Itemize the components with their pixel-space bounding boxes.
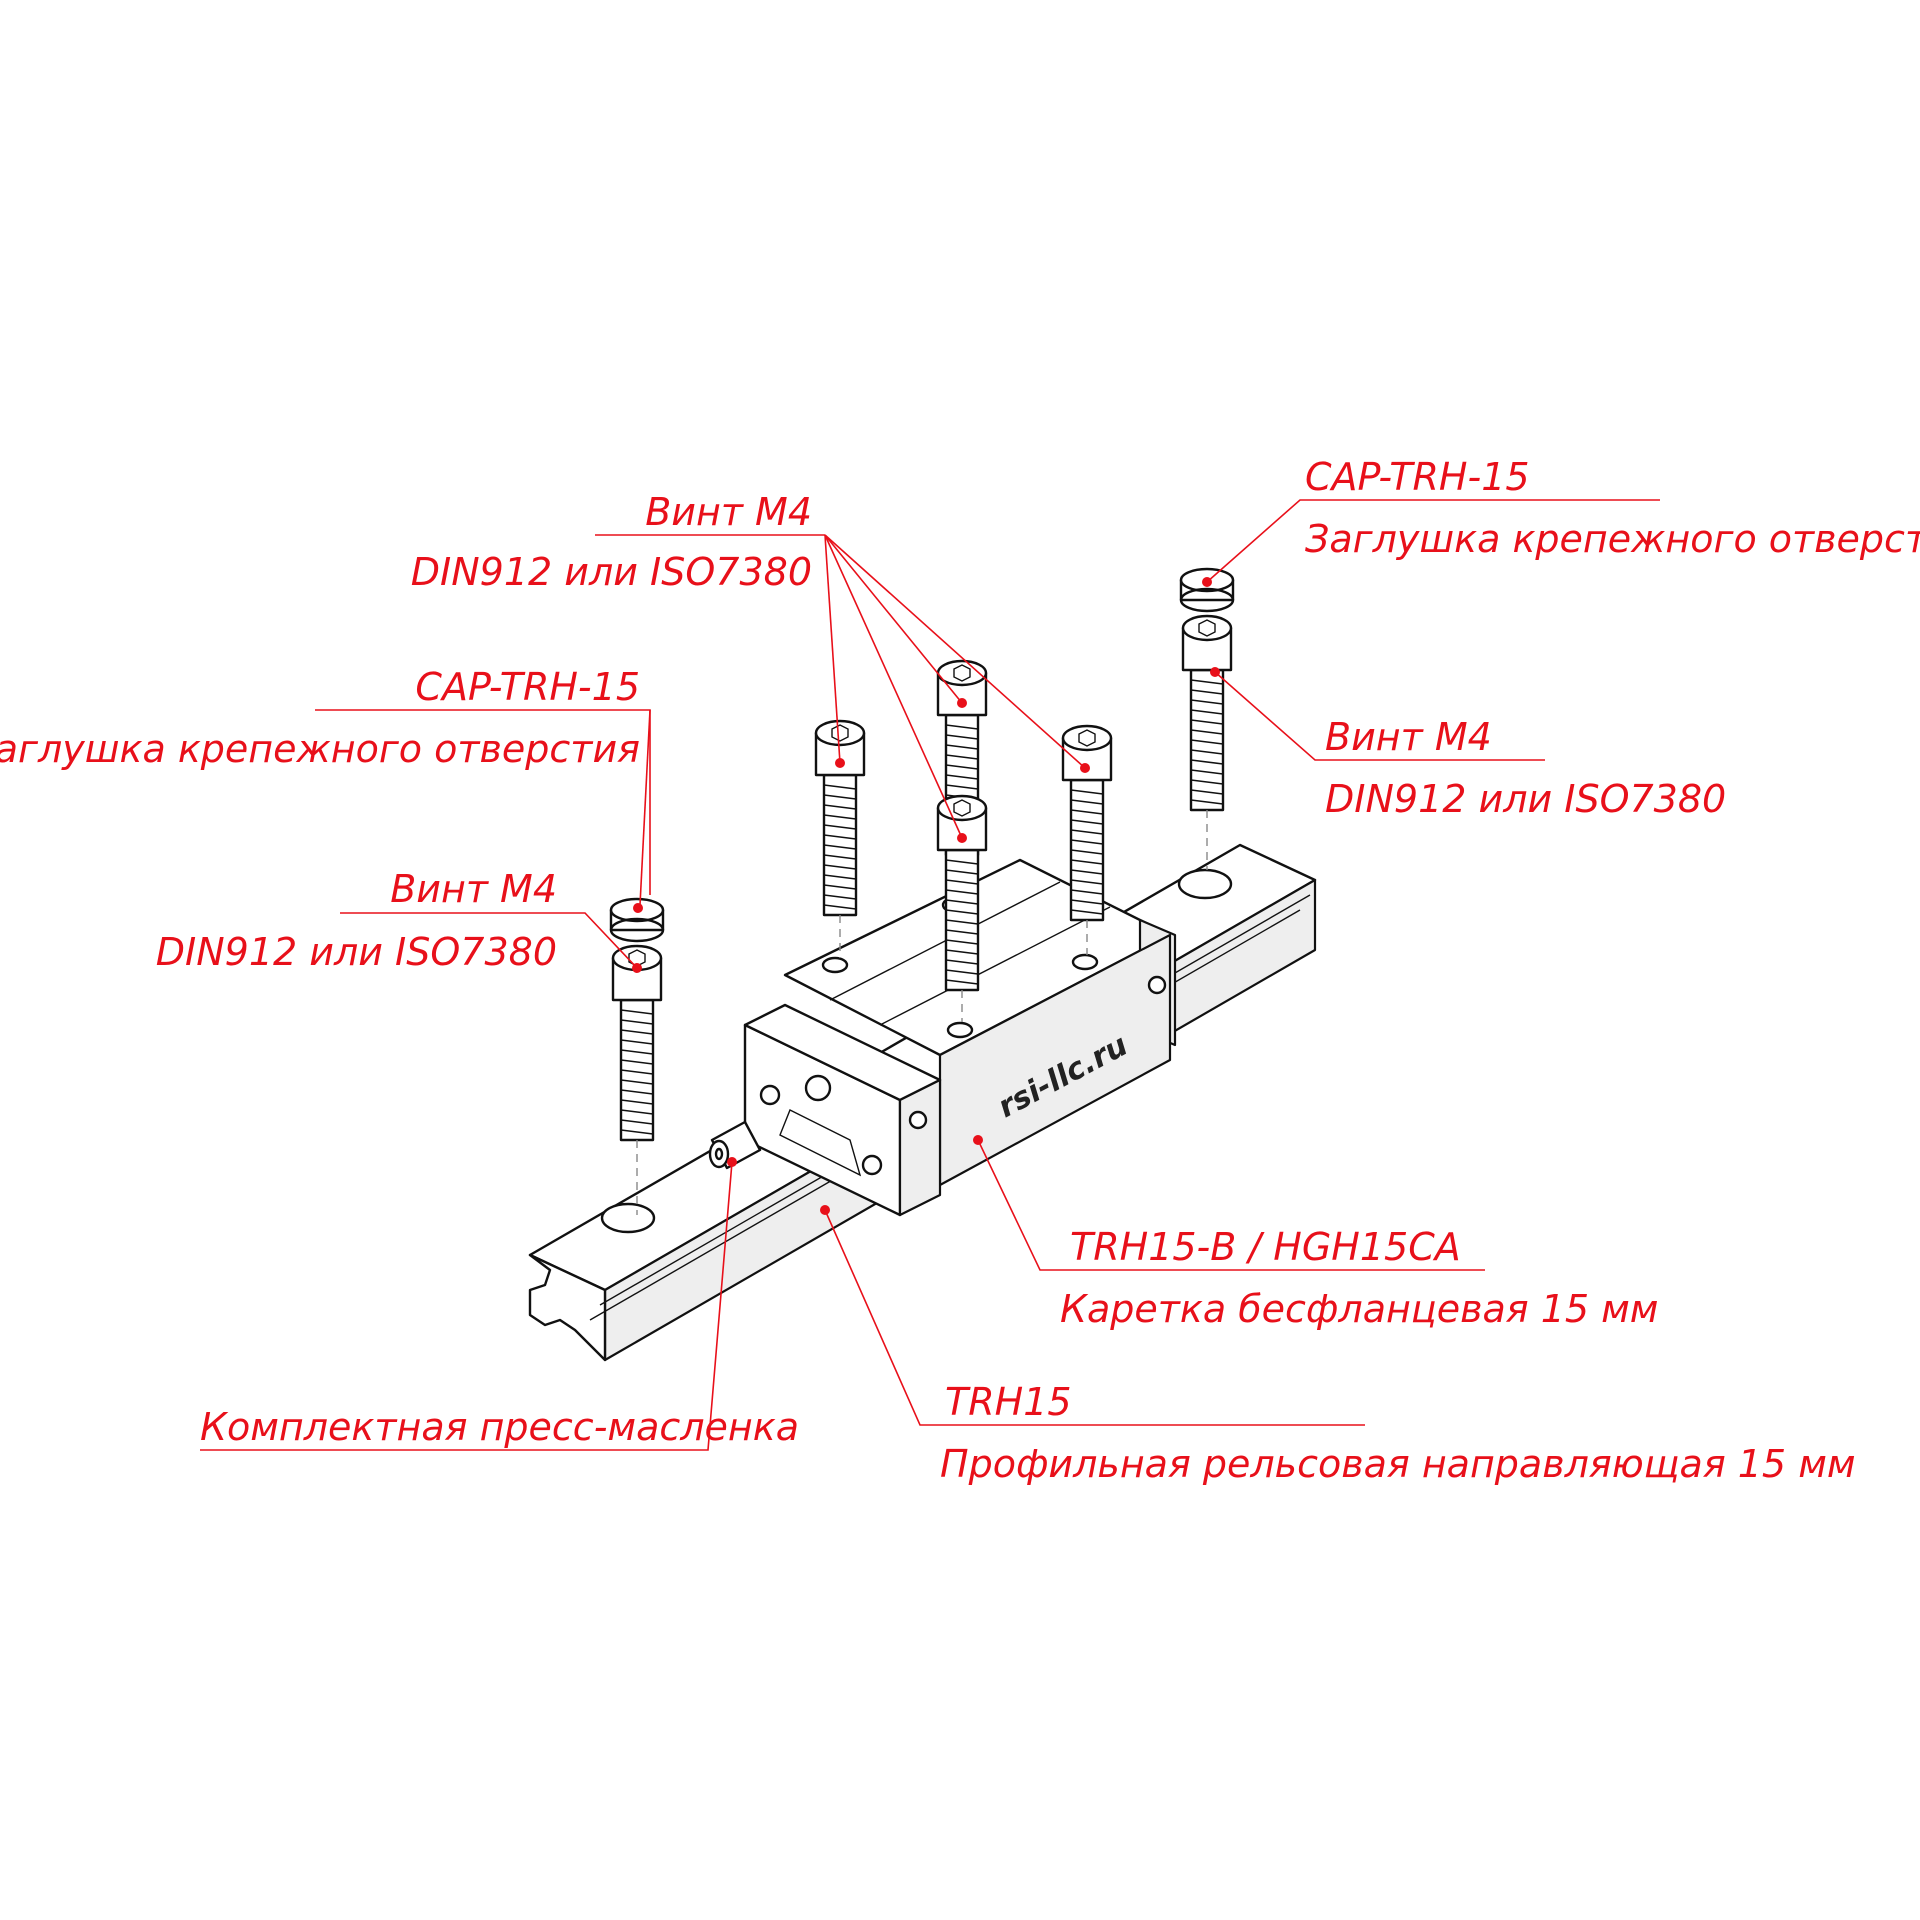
label-screw-right-line2: DIN912 или ISO7380: [1325, 777, 1726, 821]
leader-lines: [200, 499, 1660, 1451]
label-grease-nipple: Комплектная пресс-масленка: [200, 1405, 799, 1449]
label-screw-top-line1: Винт М4: [645, 490, 812, 534]
screw-left: [611, 944, 663, 1142]
labels: Винт М4 DIN912 или ISO7380 CAP-TRH-15 За…: [0, 455, 1920, 1486]
screw-top-1: [814, 719, 866, 917]
label-screw-left-line2: DIN912 или ISO7380: [156, 930, 557, 974]
screw-right: [1181, 614, 1233, 812]
label-screw-left-line1: Винт М4: [390, 867, 557, 911]
label-screw-right-line1: Винт М4: [1325, 715, 1492, 759]
label-carriage-line2: Каретка бесфланцевая 15 мм: [1060, 1287, 1658, 1331]
label-cap-right-line2: Заглушка крепежного отверстия: [1305, 517, 1920, 561]
label-rail-line2: Профильная рельсовая направляющая 15 мм: [940, 1442, 1856, 1486]
label-carriage-line1: TRH15-B / HGH15CA: [1070, 1225, 1461, 1269]
screw-top-4: [936, 794, 988, 992]
grease-nipple: [708, 1120, 762, 1170]
cap-right: [1179, 567, 1235, 613]
label-cap-left-line2: Заглушка крепежного отверстия: [0, 727, 640, 771]
label-cap-left-line1: CAP-TRH-15: [415, 665, 640, 709]
label-screw-top-line2: DIN912 или ISO7380: [411, 550, 812, 594]
label-cap-right-line1: CAP-TRH-15: [1305, 455, 1530, 499]
label-rail-line1: TRH15: [945, 1380, 1072, 1424]
